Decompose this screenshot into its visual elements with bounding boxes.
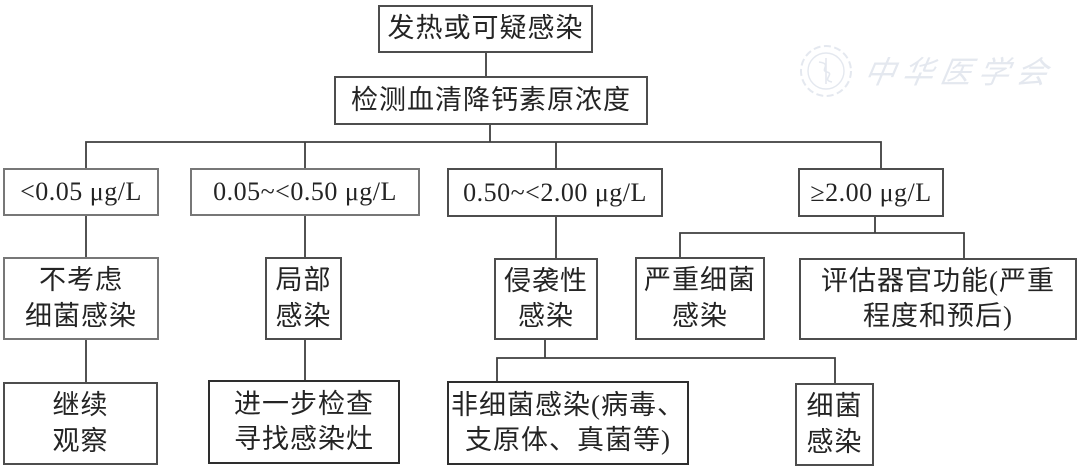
node-bacterial-infection: 细菌 感染 [795, 383, 874, 466]
cma-watermark: 中华医学会 [800, 45, 1055, 97]
node-non-bacterial-infection: 非细菌感染(病毒、 支原体、真菌等) [447, 381, 689, 465]
node-pct-gte-2.00: ≥2.00 μg/L [798, 168, 944, 217]
node-pct-0.05-to-0.50: 0.05~<0.50 μg/L [190, 168, 420, 216]
node-local-infection: 局部 感染 [265, 257, 342, 340]
connector-range4-fork [679, 232, 965, 258]
node-pct-0.50-to-2.00: 0.50~<2.00 μg/L [447, 168, 663, 217]
node-invasive-infection: 侵袭性 感染 [494, 258, 598, 340]
node-test-serum-procalcitonin: 检测血清降钙素原浓度 [334, 76, 648, 125]
connector-main-bar [85, 141, 882, 168]
node-pct-below-0.05: <0.05 μg/L [3, 168, 159, 216]
node-further-examination-find-focus: 进一步检查 寻找感染灶 [208, 380, 400, 464]
node-fever-or-suspected-infection: 发热或可疑感染 [378, 5, 593, 53]
node-assess-organ-function: 评估器官功能(严重 程度和预后) [799, 258, 1077, 340]
connector-invasive-fork [496, 357, 836, 383]
cma-watermark-text: 中华医学会 [861, 55, 1055, 90]
node-continue-observation: 继续 观察 [3, 382, 158, 465]
node-bacterial-infection-not-considered: 不考虑 细菌感染 [3, 257, 159, 340]
node-severe-bacterial-infection: 严重细菌 感染 [635, 257, 765, 340]
cma-emblem-icon [800, 45, 852, 97]
